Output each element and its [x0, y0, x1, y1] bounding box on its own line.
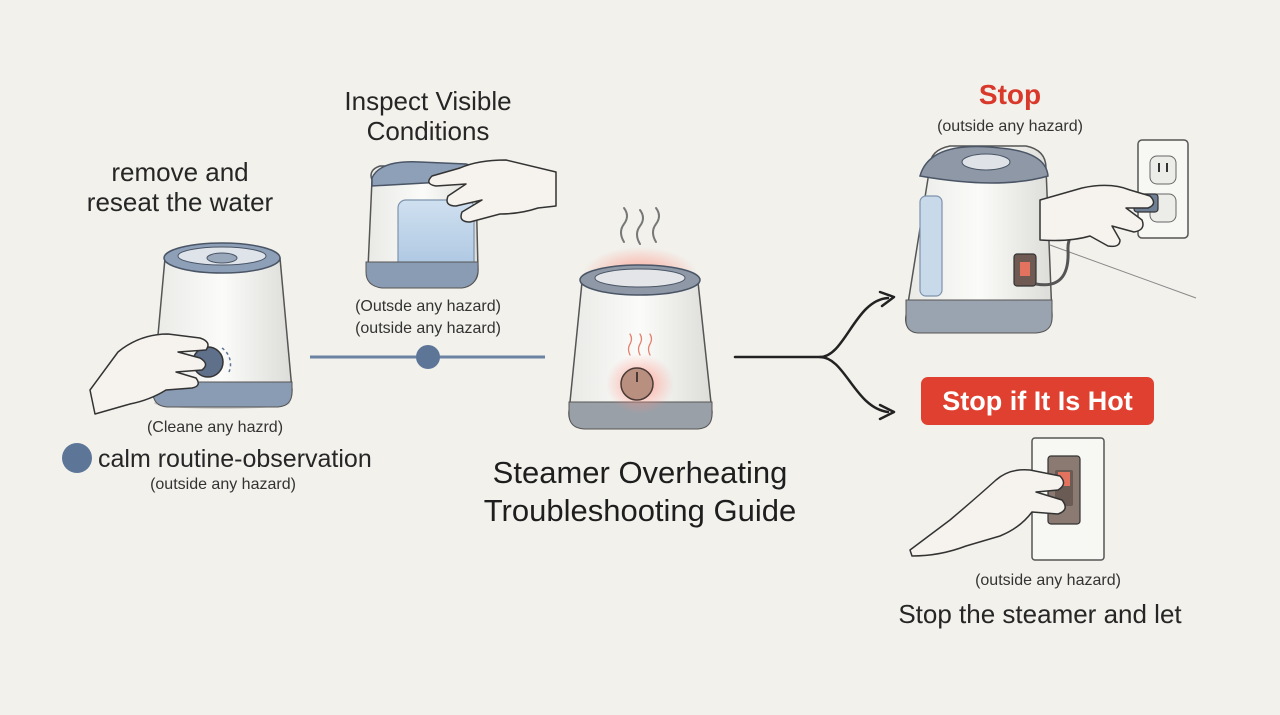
step-stop-hot-note: (outside any hazard) — [975, 572, 1121, 589]
step-remove-note2: (outside any hazard) — [150, 476, 296, 493]
step-remove-heading-line1: remove and — [111, 157, 249, 187]
hand-icon — [1039, 184, 1155, 248]
wall-switch-icon — [1031, 437, 1105, 561]
step-stop-hot-caption: Stop the steamer and let — [898, 599, 1182, 629]
step-remove-label: calm routine-observation — [98, 445, 372, 473]
step-stop-heading: Stop — [978, 79, 1042, 110]
step-inspect-heading-line1: Inspect Visible — [344, 86, 512, 116]
step-remove-heading: remove and reseat the water — [70, 157, 290, 217]
connector-line — [310, 345, 545, 369]
page-title-line1: Steamer Overheating — [492, 455, 788, 490]
step-inspect-heading-line2: Conditions — [366, 116, 490, 146]
steamer-icon — [152, 242, 293, 409]
steamer-icon — [568, 247, 713, 430]
steamer-icon — [905, 145, 1053, 334]
stop-if-hot-badge: Stop if It Is Hot — [921, 377, 1154, 425]
step-remove-note1: (Cleane any hazrd) — [146, 419, 284, 436]
hand-icon — [89, 333, 209, 415]
page-title-line2: Troubleshooting Guide — [483, 493, 797, 528]
step-inspect-note1: (Outsde any hazard) — [355, 298, 501, 315]
page-title: Steamer Overheating Troubleshooting Guid… — [440, 454, 840, 530]
hand-icon — [909, 468, 1066, 557]
heat-waves-icon — [620, 207, 660, 356]
step-inspect-note2: (outside any hazard) — [355, 320, 501, 337]
step-inspect-heading: Inspect Visible Conditions — [318, 86, 538, 146]
branch-arrows — [733, 290, 896, 421]
step-stop-note: (outside any hazard) — [937, 118, 1083, 135]
hand-icon — [428, 159, 557, 223]
step-remove-heading-line2: reseat the water — [86, 187, 274, 217]
connector-node — [416, 345, 440, 369]
bullet-dot-icon — [62, 443, 92, 473]
